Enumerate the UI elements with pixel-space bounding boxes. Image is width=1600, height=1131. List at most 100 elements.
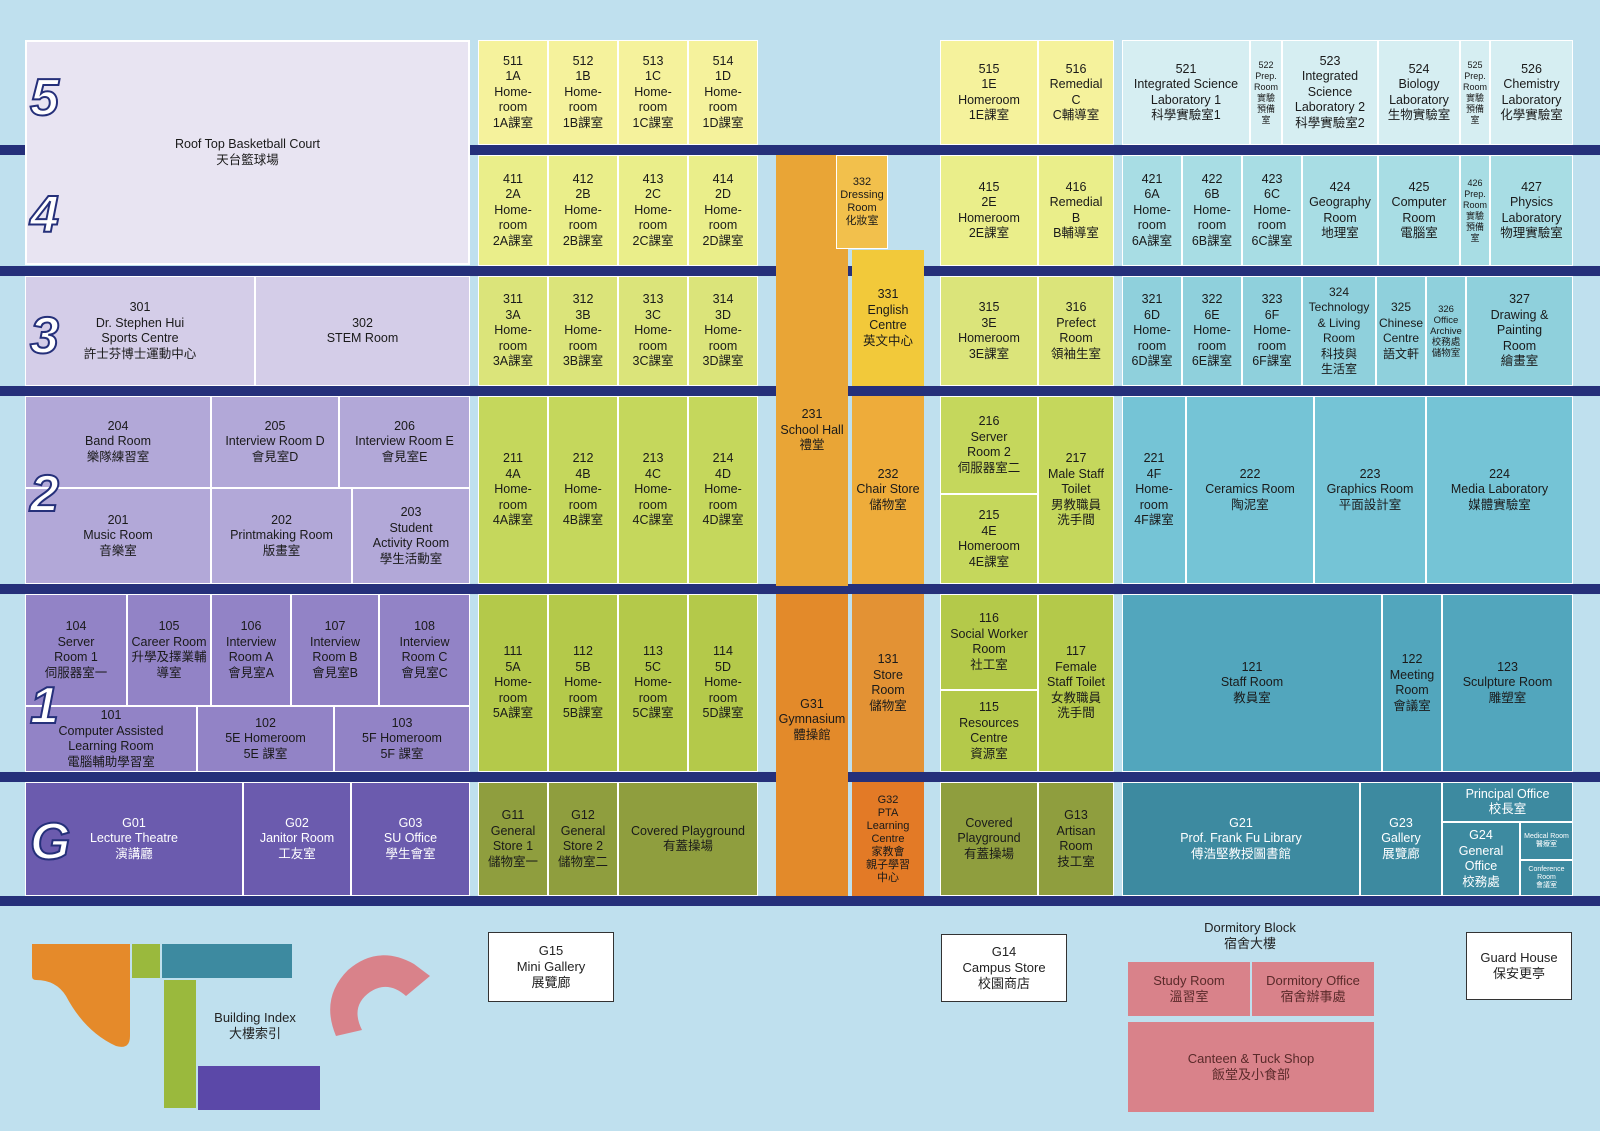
room-covered-playground-2[interactable]: Covered Playground 有蓋操場 [940, 782, 1038, 896]
room-114[interactable]: 114 5D Home- room 5D課室 [688, 594, 758, 772]
room-315[interactable]: 315 3E Homeroom 3E課室 [940, 276, 1038, 386]
room-215[interactable]: 215 4E Homeroom 4E課室 [940, 494, 1038, 584]
room-312[interactable]: 312 3B Home- room 3B課室 [548, 276, 618, 386]
room-221[interactable]: 221 4F Home- room 4F課室 [1122, 396, 1186, 584]
room-302[interactable]: 302 STEM Room [255, 276, 470, 386]
room-G01[interactable]: G01 Lecture Theatre 演講廳 [25, 782, 243, 896]
room-326[interactable]: 326 Office Archive 校務處 儲物室 [1426, 276, 1466, 386]
room-316[interactable]: 316 Prefect Room 領袖生室 [1038, 276, 1114, 386]
room-421[interactable]: 421 6A Home- room 6A課室 [1122, 155, 1182, 266]
room-414[interactable]: 414 2D Home- room 2D課室 [688, 155, 758, 266]
room-116[interactable]: 116 Social Worker Room 社工室 [940, 594, 1038, 690]
room-516[interactable]: 516 Remedial C C輔導室 [1038, 40, 1114, 145]
room-214[interactable]: 214 4D Home- room 4D課室 [688, 396, 758, 584]
room-131[interactable]: 131 Store Room 儲物室 [852, 594, 924, 772]
room-G13[interactable]: G13 Artisan Room 技工室 [1038, 782, 1114, 896]
room-423[interactable]: 423 6C Home- room 6C課室 [1242, 155, 1302, 266]
room-212[interactable]: 212 4B Home- room 4B課室 [548, 396, 618, 584]
room-331[interactable]: 331 English Centre 英文中心 [852, 250, 924, 386]
room-224[interactable]: 224 Media Laboratory 媒體實驗室 [1426, 396, 1573, 584]
room-427[interactable]: 427 Physics Laboratory 物理實驗室 [1490, 155, 1573, 266]
room-523[interactable]: 523 Integrated Science Laboratory 2 科學實驗… [1282, 40, 1378, 145]
room-105[interactable]: 105 Career Room 升學及擇業輔 導室 [127, 594, 211, 706]
room-211[interactable]: 211 4A Home- room 4A課室 [478, 396, 548, 584]
room-222[interactable]: 222 Ceramics Room 陶泥室 [1186, 396, 1314, 584]
room-322[interactable]: 322 6E Home- room 6E課室 [1182, 276, 1242, 386]
room-106[interactable]: 106 Interview Room A 會見室A [211, 594, 291, 706]
room-102[interactable]: 102 5E Homeroom 5E 課室 [197, 706, 334, 772]
room-conference[interactable]: Conference Room 會議室 [1520, 860, 1573, 896]
room-112[interactable]: 112 5B Home- room 5B課室 [548, 594, 618, 772]
room-medical[interactable]: Medical Room 醫療室 [1520, 822, 1573, 860]
room-324[interactable]: 324 Technology & Living Room 科技與 生活室 [1302, 276, 1376, 386]
room-321[interactable]: 321 6D Home- room 6D課室 [1122, 276, 1182, 386]
room-G21[interactable]: G21 Prof. Frank Fu Library 傅浩堅教授圖書館 [1122, 782, 1360, 896]
room-G12[interactable]: G12 General Store 2 儲物室二 [548, 782, 618, 896]
room-524[interactable]: 524 Biology Laboratory 生物實驗室 [1378, 40, 1460, 145]
room-217[interactable]: 217 Male Staff Toilet 男教職員 洗手間 [1038, 396, 1114, 584]
room-416[interactable]: 416 Remedial B B輔導室 [1038, 155, 1114, 266]
room-525[interactable]: 525 Prep. Room 實驗 預備 室 [1460, 40, 1490, 145]
room-511[interactable]: 511 1A Home- room 1A課室 [478, 40, 548, 145]
room-203[interactable]: 203 Student Activity Room 學生活動室 [352, 488, 470, 584]
room-513[interactable]: 513 1C Home- room 1C課室 [618, 40, 688, 145]
room-G15[interactable]: G15 Mini Gallery 展覽廊 [488, 932, 614, 1002]
room-514[interactable]: 514 1D Home- room 1D課室 [688, 40, 758, 145]
room-111[interactable]: 111 5A Home- room 5A課室 [478, 594, 548, 772]
room-332[interactable]: 332 Dressing Room 化妝室 [836, 155, 888, 249]
room-426[interactable]: 426 Prep. Room 實驗 預備 室 [1460, 155, 1490, 266]
room-G32[interactable]: G32 PTA Learning Centre 家教會 親子學習 中心 [852, 782, 924, 896]
room-108[interactable]: 108 Interview Room C 會見室C [379, 594, 470, 706]
room-422[interactable]: 422 6B Home- room 6B課室 [1182, 155, 1242, 266]
room-103[interactable]: 103 5F Homeroom 5F 課室 [334, 706, 470, 772]
room-301[interactable]: 301 Dr. Stephen Hui Sports Centre 許士芬博士運… [25, 276, 255, 386]
room-canteen[interactable]: Canteen & Tuck Shop 飯堂及小食部 [1128, 1022, 1374, 1112]
room-206[interactable]: 206 Interview Room E 會見室E [339, 396, 470, 488]
room-424[interactable]: 424 Geography Room 地理室 [1302, 155, 1378, 266]
room-principal-office[interactable]: Principal Office 校長室 [1442, 782, 1573, 822]
room-425[interactable]: 425 Computer Room 電腦室 [1378, 155, 1460, 266]
room-dormitory-office[interactable]: Dormitory Office 宿舍辦事處 [1252, 962, 1374, 1016]
room-115[interactable]: 115 Resources Centre 資源室 [940, 690, 1038, 772]
room-G24[interactable]: G24 General Office 校務處 [1442, 822, 1520, 896]
room-G02[interactable]: G02 Janitor Room 工友室 [243, 782, 351, 896]
room-311[interactable]: 311 3A Home- room 3A課室 [478, 276, 548, 386]
room-202[interactable]: 202 Printmaking Room 版畫室 [211, 488, 352, 584]
room-covered-playground-1[interactable]: Covered Playground 有蓋操場 [618, 782, 758, 896]
room-101[interactable]: 101 Computer Assisted Learning Room 電腦輔助… [25, 706, 197, 772]
room-104[interactable]: 104 Server Room 1 伺服器室一 [25, 594, 127, 706]
room-roof-court[interactable]: Roof Top Basketball Court 天台籃球場 [25, 40, 470, 265]
room-201[interactable]: 201 Music Room 音樂室 [25, 488, 211, 584]
room-121[interactable]: 121 Staff Room 教員室 [1122, 594, 1382, 772]
room-123[interactable]: 123 Sculpture Room 雕塑室 [1442, 594, 1573, 772]
room-313[interactable]: 313 3C Home- room 3C課室 [618, 276, 688, 386]
room-G14[interactable]: G14 Campus Store 校園商店 [941, 934, 1067, 1002]
room-G23[interactable]: G23 Gallery 展覽廊 [1360, 782, 1442, 896]
room-515[interactable]: 515 1E Homeroom 1E課室 [940, 40, 1038, 145]
room-413[interactable]: 413 2C Home- room 2C課室 [618, 155, 688, 266]
room-107[interactable]: 107 Interview Room B 會見室B [291, 594, 379, 706]
room-113[interactable]: 113 5C Home- room 5C課室 [618, 594, 688, 772]
room-213[interactable]: 213 4C Home- room 4C課室 [618, 396, 688, 584]
room-526[interactable]: 526 Chemistry Laboratory 化學實驗室 [1490, 40, 1573, 145]
room-411[interactable]: 411 2A Home- room 2A課室 [478, 155, 548, 266]
room-205[interactable]: 205 Interview Room D 會見室D [211, 396, 339, 488]
room-232[interactable]: 232 Chair Store 儲物室 [852, 396, 924, 584]
room-122[interactable]: 122 Meeting Room 會議室 [1382, 594, 1442, 772]
room-G31[interactable]: G31 Gymnasium 體操館 [776, 594, 848, 896]
room-216[interactable]: 216 Server Room 2 伺服器室二 [940, 396, 1038, 494]
room-415[interactable]: 415 2E Homeroom 2E課室 [940, 155, 1038, 266]
room-521[interactable]: 521 Integrated Science Laboratory 1 科學實驗… [1122, 40, 1250, 145]
room-522[interactable]: 522 Prep. Room 實驗 預備 室 [1250, 40, 1282, 145]
room-325[interactable]: 325 Chinese Centre 語文軒 [1376, 276, 1426, 386]
room-323[interactable]: 323 6F Home- room 6F課室 [1242, 276, 1302, 386]
room-223[interactable]: 223 Graphics Room 平面設計室 [1314, 396, 1426, 584]
room-512[interactable]: 512 1B Home- room 1B課室 [548, 40, 618, 145]
room-G03[interactable]: G03 SU Office 學生會室 [351, 782, 470, 896]
room-117[interactable]: 117 Female Staff Toilet 女教職員 洗手間 [1038, 594, 1114, 772]
guard-house[interactable]: Guard House 保安更亭 [1466, 932, 1572, 1000]
room-412[interactable]: 412 2B Home- room 2B課室 [548, 155, 618, 266]
room-327[interactable]: 327 Drawing & Painting Room 繪畫室 [1466, 276, 1573, 386]
room-314[interactable]: 314 3D Home- room 3D課室 [688, 276, 758, 386]
room-G11[interactable]: G11 General Store 1 儲物室一 [478, 782, 548, 896]
